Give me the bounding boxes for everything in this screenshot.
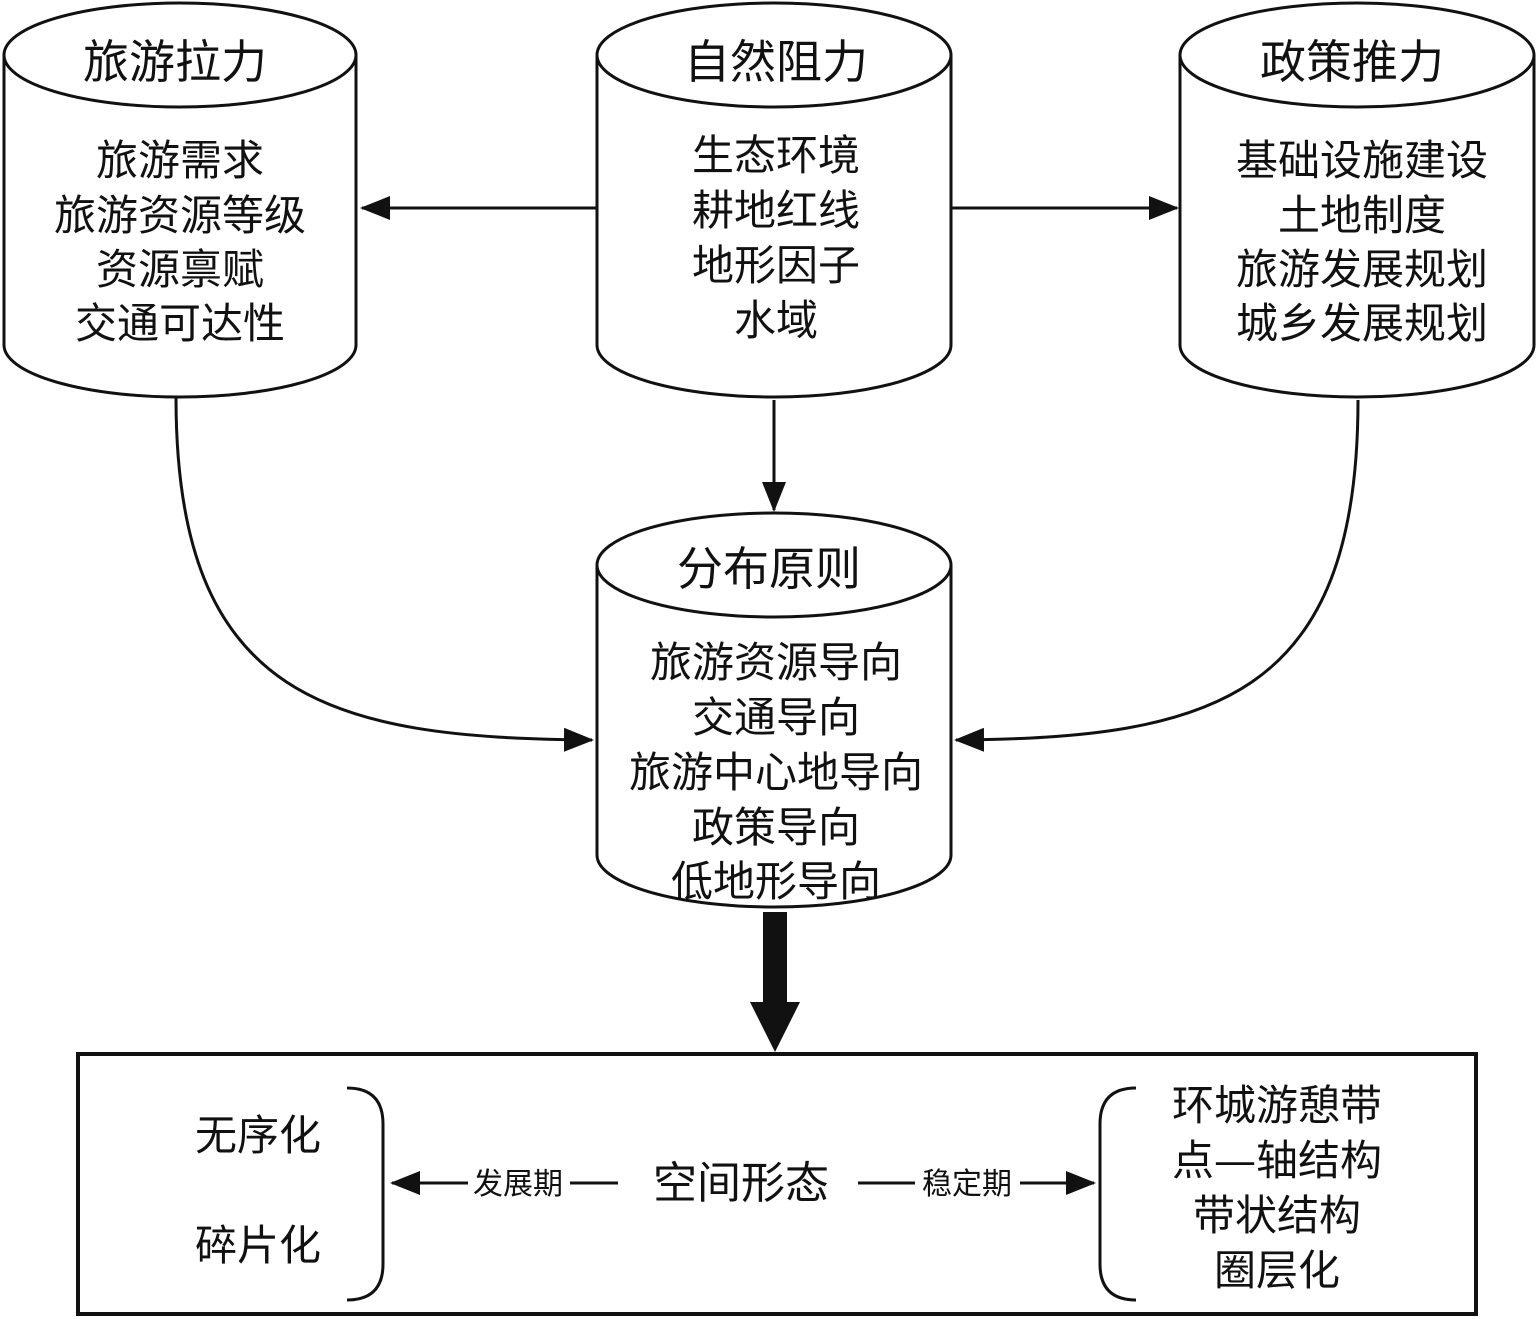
cylinder-distribution-principle: 分布原则 旅游资源导向 交通导向 旅游中心地导向 政策导向 低地形导向 — [595, 511, 953, 909]
spatial-form-panel: 无序化 碎片化 发展期 空间形态 稳定期 环城游憩带 点—轴结构 带状结构 圈层… — [76, 1052, 1478, 1316]
cylinder-top — [2, 1, 358, 109]
right-form-item: 带状结构 — [1193, 1191, 1361, 1240]
stable-label: 稳定期 — [922, 1167, 1012, 1202]
cylinder-item: 耕地红线 — [692, 186, 860, 235]
spatial-form-frame — [76, 1052, 1478, 1316]
cylinder-title: 自然阻力 — [684, 35, 868, 89]
cylinder-item: 生态环境 — [692, 131, 860, 180]
cylinder-item: 资源禀赋 — [96, 245, 264, 294]
left-brace — [346, 1086, 385, 1302]
cylinder-item: 土地制度 — [1278, 191, 1446, 240]
cylinder-top — [1178, 1, 1536, 109]
cylinder-body — [1178, 55, 1536, 399]
right-form-item: 圈层化 — [1214, 1246, 1340, 1295]
right-form-item: 点—轴结构 — [1172, 1136, 1382, 1185]
cylinder-tourism-pull: 旅游拉力 旅游需求 旅游资源等级 资源禀赋 交通可达性 — [2, 1, 358, 399]
right-form-item: 环城游憩带 — [1172, 1081, 1382, 1130]
left-form-item: 无序化 — [195, 1111, 321, 1160]
thick-arrow-principle-to-form — [750, 912, 800, 1052]
cylinder-item: 城乡发展规划 — [1236, 299, 1488, 348]
cylinder-title: 旅游拉力 — [83, 35, 267, 89]
cylinder-title: 分布原则 — [677, 542, 861, 596]
cylinder-body — [2, 55, 358, 399]
cylinder-item: 旅游发展规划 — [1236, 245, 1488, 294]
cylinder-item: 旅游资源等级 — [54, 191, 306, 240]
cylinder-item: 交通导向 — [692, 693, 860, 742]
left-form-item: 碎片化 — [195, 1221, 321, 1270]
cylinder-item: 政策导向 — [692, 803, 860, 852]
cylinder-item: 交通可达性 — [75, 299, 285, 348]
arrow-policy-to-principle — [954, 399, 1360, 752]
right-brace — [1098, 1086, 1137, 1302]
cylinder-body — [595, 55, 953, 399]
cylinder-policy-push: 政策推力 基础设施建设 土地制度 旅游发展规划 城乡发展规划 — [1178, 1, 1536, 399]
cylinder-title: 政策推力 — [1260, 35, 1444, 89]
cylinder-body — [595, 565, 953, 909]
spatial-form-label: 空间形态 — [653, 1158, 829, 1209]
cylinder-item: 低地形导向 — [671, 857, 881, 906]
cylinder-item: 旅游资源导向 — [650, 638, 902, 687]
cylinder-item: 旅游中心地导向 — [629, 748, 923, 797]
arrow-pull-to-principle — [174, 397, 594, 752]
cylinder-item: 地形因子 — [692, 241, 860, 290]
cylinder-top — [595, 511, 953, 619]
development-label: 发展期 — [473, 1167, 563, 1202]
cylinder-item: 水域 — [734, 296, 818, 345]
cylinder-top — [595, 1, 953, 109]
cylinder-item: 基础设施建设 — [1236, 136, 1488, 185]
cylinder-item: 旅游需求 — [96, 136, 264, 185]
cylinder-natural-resistance: 自然阻力 生态环境 耕地红线 地形因子 水域 — [595, 1, 953, 399]
